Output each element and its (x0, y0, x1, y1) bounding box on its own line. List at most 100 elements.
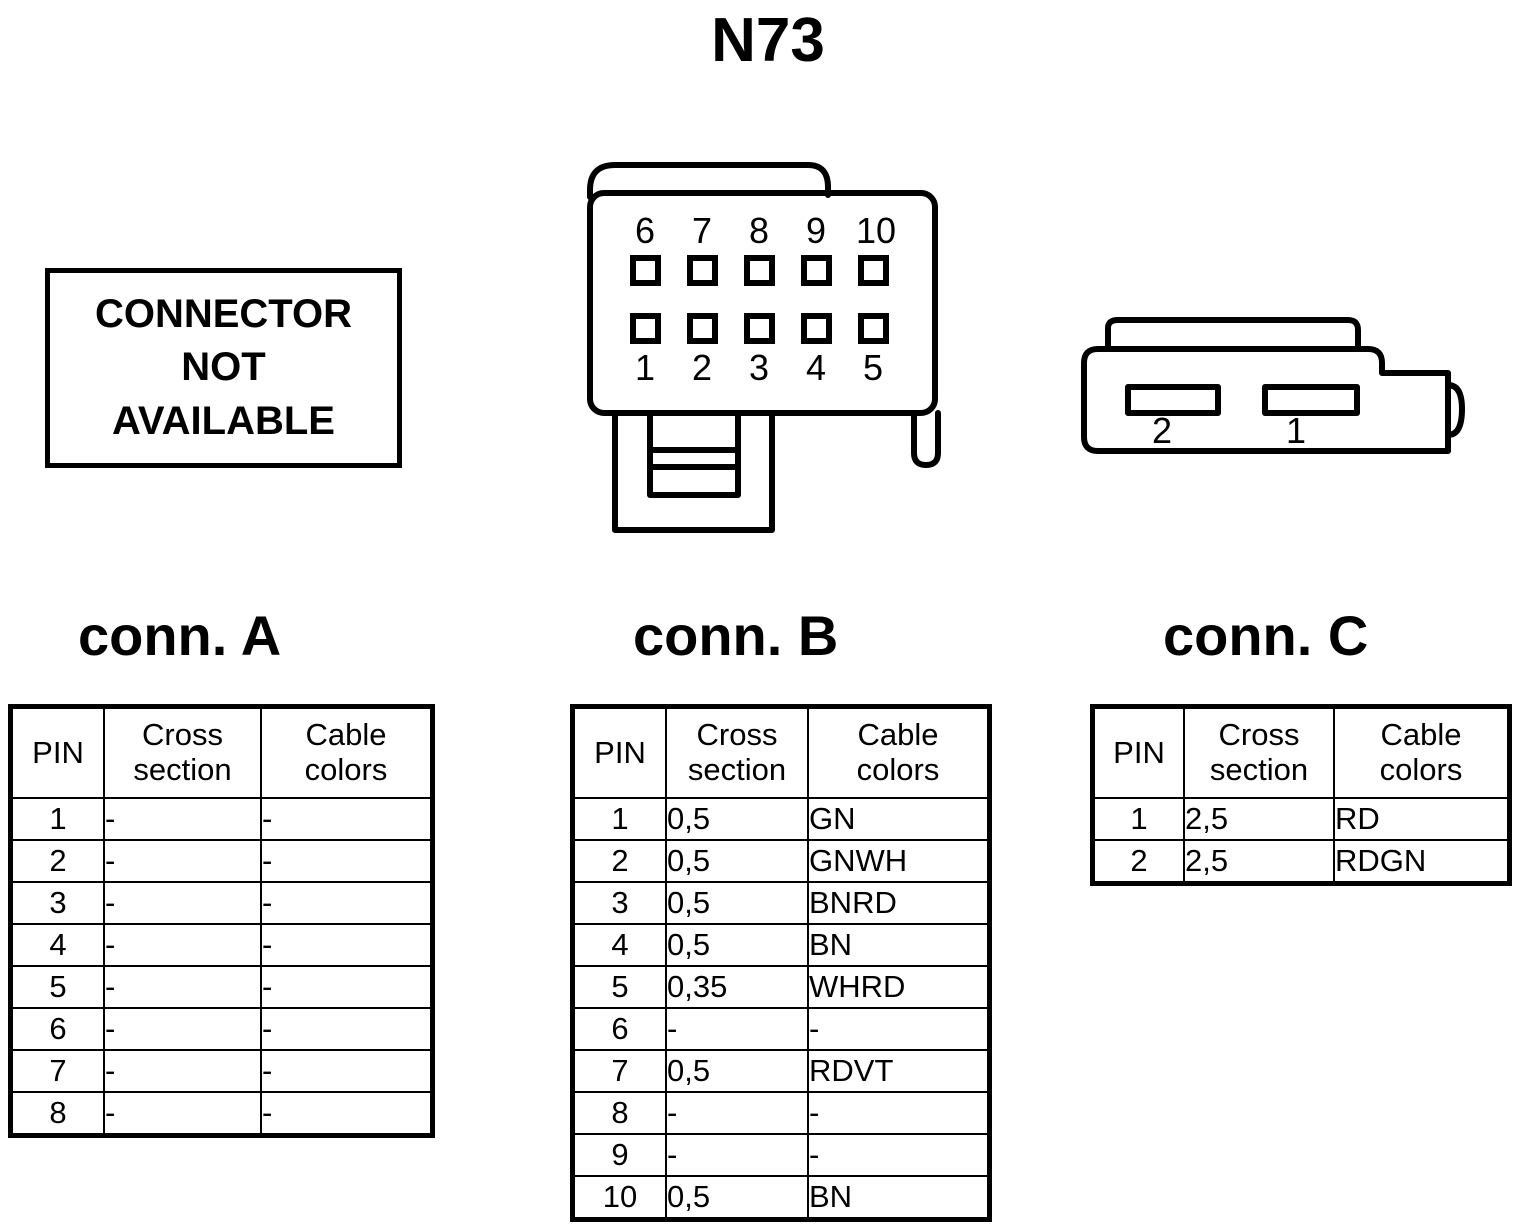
cell-pin: 8 (9, 1091, 105, 1137)
connector-c-slot-label-1: 1 (1286, 410, 1306, 451)
cell-cross-section: 0,35 (665, 965, 809, 1009)
cell-cable-colors: GN (807, 797, 991, 841)
cell-cross-section: 0,5 (665, 797, 809, 841)
cell-cross-section: 2,5 (1183, 839, 1335, 885)
cell-cable-colors: - (260, 965, 434, 1009)
cell-pin: 1 (9, 797, 105, 841)
table-header-row: PIN Cross section Cable colors (9, 705, 434, 799)
column-header-cross-section-line2: section (1209, 752, 1309, 787)
pin-table-conn-a-body: 1--2--3--4--5--6--7--8-- (9, 797, 434, 1137)
connector-b-pin-label-1: 1 (635, 347, 655, 388)
cell-pin: 4 (9, 923, 105, 967)
table-header-row: PIN Cross section Cable colors (1091, 705, 1511, 799)
heading-conn-b: conn. B (633, 604, 839, 667)
table-row: 8-- (571, 1091, 991, 1135)
column-header-pin: PIN (1091, 705, 1185, 799)
cell-cable-colors: - (260, 1091, 434, 1137)
cell-cable-colors: - (260, 923, 434, 967)
column-header-cable-colors: Cable colors (260, 705, 434, 799)
connector-not-available-line-3: AVAILABLE (112, 398, 335, 443)
connector-b-pin-label-9: 9 (806, 210, 826, 251)
connector-c-slot-label-2: 2 (1152, 410, 1172, 451)
table-row: 2-- (9, 839, 434, 883)
column-header-cross-section-line1: Cross (1218, 717, 1300, 753)
table-row: 6-- (571, 1007, 991, 1051)
column-header-cross-section-line2: section (687, 752, 787, 787)
cell-cross-section: - (665, 1007, 809, 1051)
cell-pin: 7 (9, 1049, 105, 1093)
cell-cable-colors: - (807, 1133, 991, 1177)
cell-cable-colors: WHRD (807, 965, 991, 1009)
cell-cable-colors: - (807, 1091, 991, 1135)
cell-cable-colors: - (260, 881, 434, 925)
cell-cross-section: - (103, 1007, 262, 1051)
connector-not-available-line-1: CONNECTOR (94, 292, 353, 337)
cell-cable-colors: BN (807, 1175, 991, 1221)
column-header-cross-section: Cross section (1183, 705, 1335, 799)
cell-cable-colors: - (260, 839, 434, 883)
column-header-pin: PIN (571, 705, 667, 799)
column-header-cross-section-line2: section (133, 752, 232, 787)
connector-b-pin-label-7: 7 (692, 210, 712, 251)
column-header-pin: PIN (9, 705, 105, 799)
column-header-cable-colors-line2: colors (304, 752, 388, 787)
table-row: 4-- (9, 923, 434, 967)
connector-b-pin-squares-bottom (630, 313, 889, 344)
connector-b-pin-squares-top (630, 255, 889, 286)
cell-pin: 2 (9, 839, 105, 883)
cell-pin: 1 (1091, 797, 1185, 841)
cell-pin: 5 (571, 965, 667, 1009)
cell-cable-colors: - (807, 1007, 991, 1051)
connector-b-pin-label-2: 2 (692, 347, 712, 388)
cell-cross-section: - (103, 923, 262, 967)
cell-cross-section: 0,5 (665, 1049, 809, 1093)
column-header-cable-colors-line2: colors (856, 752, 940, 787)
cell-cross-section: 0,5 (665, 839, 809, 883)
table-row: 5-- (9, 965, 434, 1009)
connector-b-pin-label-10: 10 (856, 210, 896, 251)
cell-cable-colors: BN (807, 923, 991, 967)
cell-pin: 2 (571, 839, 667, 883)
table-row: 9-- (571, 1133, 991, 1177)
cell-cross-section: - (103, 797, 262, 841)
cell-cable-colors: - (260, 797, 434, 841)
cell-pin: 5 (9, 965, 105, 1009)
table-row: 3-- (9, 881, 434, 925)
table-row: 1-- (9, 797, 434, 841)
connector-b-pin-label-4: 4 (806, 347, 826, 388)
connector-not-available-box: CONNECTOR NOT AVAILABLE (45, 268, 402, 468)
table-row: 7-- (9, 1049, 434, 1093)
table-header-row: PIN Cross section Cable colors (571, 705, 991, 799)
cell-pin: 2 (1091, 839, 1185, 885)
column-header-cable-colors: Cable colors (1333, 705, 1511, 799)
cell-pin: 3 (9, 881, 105, 925)
cell-cable-colors: RDVT (807, 1049, 991, 1093)
cell-pin: 6 (571, 1007, 667, 1051)
connector-b-pin-label-8: 8 (749, 210, 769, 251)
cell-pin: 4 (571, 923, 667, 967)
cell-cable-colors: BNRD (807, 881, 991, 925)
connector-b-pin-label-5: 5 (863, 347, 883, 388)
cell-cable-colors: - (260, 1049, 434, 1093)
column-header-cable-colors-line1: Cable (1380, 717, 1462, 753)
column-header-cable-colors-line2: colors (1379, 752, 1463, 787)
column-header-cable-colors-line1: Cable (305, 717, 387, 753)
cell-cable-colors: RD (1333, 797, 1511, 841)
cell-pin: 9 (571, 1133, 667, 1177)
column-header-cross-section: Cross section (103, 705, 262, 799)
connector-not-available-line-2: NOT (181, 345, 266, 390)
table-row: 8-- (9, 1091, 434, 1137)
cell-pin: 10 (571, 1175, 667, 1221)
cell-cable-colors: - (260, 1007, 434, 1051)
connector-c-diagram: 2 1 (1070, 295, 1490, 485)
connector-b-pin-label-6: 6 (635, 210, 655, 251)
cell-cross-section: 0,5 (665, 881, 809, 925)
